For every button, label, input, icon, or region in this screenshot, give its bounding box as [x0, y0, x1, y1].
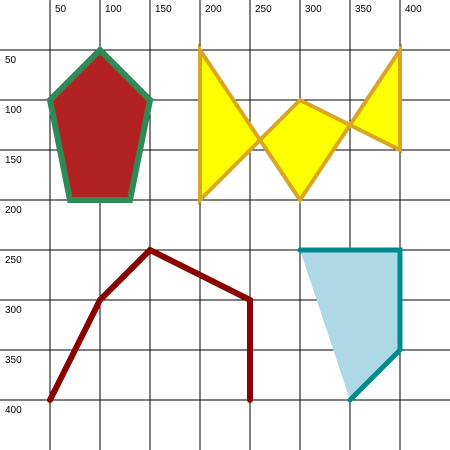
x-tick-label: 350: [355, 4, 372, 15]
shape-quadrilateral: [300, 250, 400, 400]
y-tick-label: 250: [5, 255, 22, 266]
shape-polyline: [47, 246, 253, 403]
x-tick-label: 250: [255, 4, 272, 15]
shape-teal-outline: [297, 247, 403, 403]
y-tick-label: 350: [5, 355, 22, 366]
x-tick-label: 100: [105, 4, 122, 15]
x-tick-label: 300: [305, 4, 322, 15]
y-tick-label: 400: [5, 405, 22, 416]
y-tick-label: 200: [5, 205, 22, 216]
y-tick-label: 150: [5, 155, 22, 166]
shapes-layer: [46, 43, 403, 403]
shape-bowtie-zigzag: [198, 43, 402, 205]
tick-labels: 50 100 150 200 250 300 350 400 50 100 150 200 250 300…: [5, 4, 422, 416]
y-tick-label: 300: [5, 305, 22, 316]
x-tick-label: 50: [55, 4, 67, 15]
shape-pentagon: [46, 45, 154, 203]
x-tick-label: 400: [405, 4, 422, 15]
x-tick-label: 150: [155, 4, 172, 15]
y-tick-label: 100: [5, 105, 22, 116]
y-tick-label: 50: [5, 55, 17, 66]
x-tick-label: 200: [205, 4, 222, 15]
